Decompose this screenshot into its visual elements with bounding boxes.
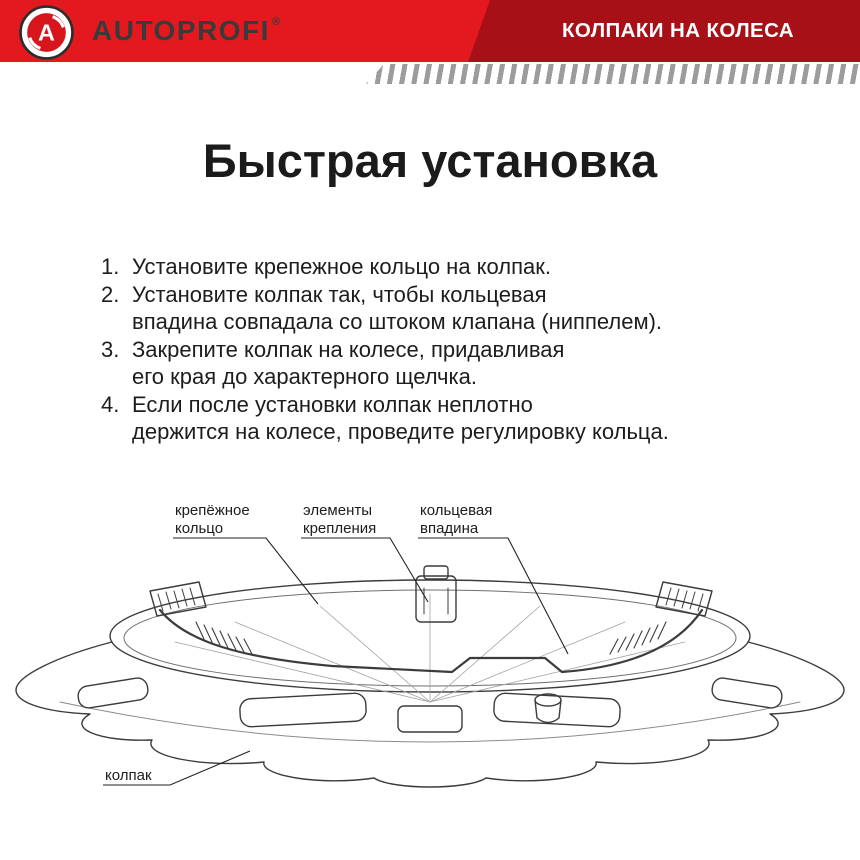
valve-cup xyxy=(534,693,562,724)
ring-coils xyxy=(195,621,667,655)
autoprofi-logo-icon: A xyxy=(19,5,74,60)
cap-drawing xyxy=(15,565,845,788)
diagram-labels: крепёжное кольцо элементы крепления коль… xyxy=(105,502,492,784)
cap-skirt-inner-arc xyxy=(59,701,801,743)
brand-wordmark: AUTOPROFI® xyxy=(92,0,280,62)
brand-name: AUTOPROFI xyxy=(92,15,270,46)
page-title: Быстрая установка xyxy=(202,134,658,187)
step-number: 1. xyxy=(101,254,120,279)
label-clips-line2: крепления xyxy=(303,520,376,537)
step-number: 2. xyxy=(101,281,120,307)
category-title: КОЛПАКИ НА КОЛЕСА xyxy=(561,19,795,42)
leader-lines xyxy=(103,537,569,786)
leader-cap xyxy=(103,750,251,786)
hatched-stripe-band xyxy=(366,64,860,84)
step-text: Закрепите колпак на колесе, придавливая … xyxy=(132,336,801,391)
step-line: держится на колесе, проведите регулировк… xyxy=(132,419,669,444)
label-ring-line2: кольцо xyxy=(175,520,223,537)
registered-mark: ® xyxy=(271,16,280,28)
step-line: Установите колпак так, чтобы кольцевая xyxy=(132,281,547,307)
step-line: Установите крепежное кольцо на колпак. xyxy=(132,254,552,279)
cap-skirt-outline xyxy=(15,641,845,788)
list-item: 2. Установите колпак так, чтобы кольцева… xyxy=(101,281,801,336)
step-number: 4. xyxy=(101,391,120,417)
right-clip xyxy=(655,581,713,617)
step-text: Если после установки колпак неплотно дер… xyxy=(132,391,801,446)
step-line: Если после установки колпак неплотно xyxy=(132,391,533,417)
label-clips-line1: элементы xyxy=(303,502,372,519)
vent-slots xyxy=(77,677,783,733)
leader-groove xyxy=(418,537,569,655)
step-number: 3. xyxy=(101,336,120,362)
logo-letter: A xyxy=(38,20,55,46)
spokes xyxy=(174,593,686,703)
wheel-cap-diagram: крепёжное кольцо элементы крепления коль… xyxy=(15,502,845,788)
label-groove-line1: кольцевая xyxy=(420,502,492,519)
label-cap: колпак xyxy=(105,767,152,784)
step-text: Установите колпак так, чтобы кольцевая в… xyxy=(132,281,801,336)
step-text: Установите крепежное кольцо на колпак. xyxy=(132,253,801,281)
list-item: 1. Установите крепежное кольцо на колпак… xyxy=(101,253,801,281)
instruction-list: 1. Установите крепежное кольцо на колпак… xyxy=(101,253,801,446)
leader-clips xyxy=(301,537,429,603)
step-line: Закрепите колпак на колесе, придавливая xyxy=(132,336,565,362)
leader-ring xyxy=(173,537,319,605)
header-bar: КОЛПАКИ НА КОЛЕСА A AUTOPROFI® xyxy=(0,0,860,62)
retaining-ring-wire xyxy=(158,608,704,674)
list-item: 4. Если после установки колпак неплотно … xyxy=(101,391,801,446)
left-clip xyxy=(149,581,207,617)
center-clip xyxy=(415,565,457,623)
label-groove-line2: впадина xyxy=(420,520,479,537)
label-ring-line1: крепёжное xyxy=(175,502,250,519)
list-item: 3. Закрепите колпак на колесе, придавлив… xyxy=(101,336,801,391)
step-line: впадина совпадала со штоком клапана (нип… xyxy=(132,309,663,334)
step-line: его края до характерного щелчка. xyxy=(132,364,477,389)
header-category-section: КОЛПАКИ НА КОЛЕСА xyxy=(468,0,860,62)
